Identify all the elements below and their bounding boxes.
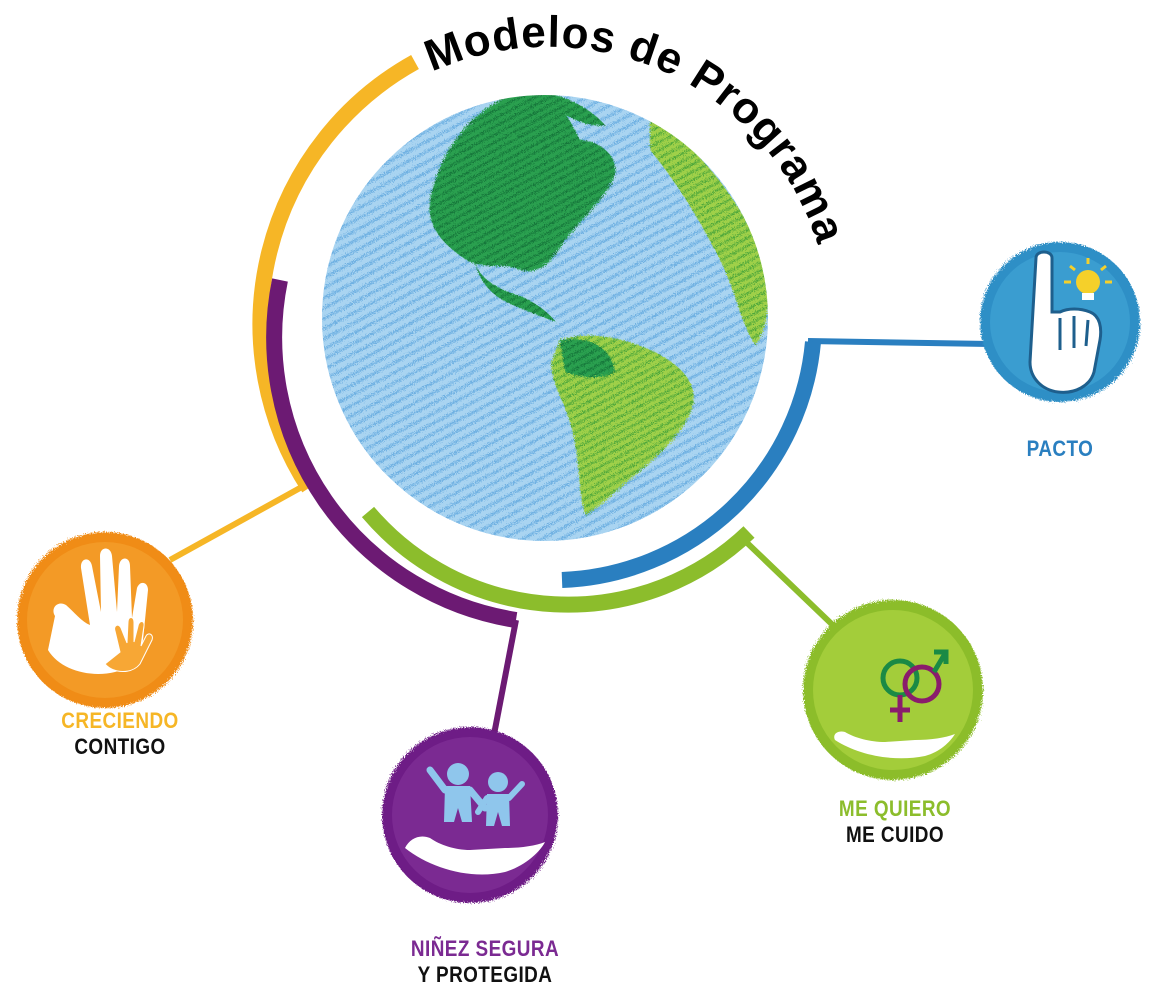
label-mequiero-line1: ME QUIERO [838, 796, 952, 821]
label-pacto: PACTO [1004, 436, 1116, 462]
badge-mequiero [803, 600, 983, 780]
connector-mequiero [739, 535, 843, 635]
connector-ninez [489, 619, 519, 746]
label-creciendo: CRECIENDO CONTIGO [43, 708, 198, 760]
hand-with-lightbulb-icon [1028, 250, 1112, 394]
label-creciendo-line1: CRECIENDO [61, 708, 179, 733]
label-pacto-line1: PACTO [1026, 436, 1094, 461]
arc-green [361, 506, 755, 613]
label-creciendo-line2: CONTIGO [74, 734, 166, 759]
label-ninez-line1: NIÑEZ SEGURA [410, 936, 560, 961]
label-mequiero: ME QUIERO ME CUIDO [813, 796, 976, 848]
label-ninez: NIÑEZ SEGURA Y PROTEGIDA [390, 936, 579, 988]
arc-purple [266, 278, 518, 628]
arc-blue [561, 341, 821, 588]
badge-ninez [382, 727, 558, 903]
gender-symbols-in-hand-icon [834, 649, 955, 759]
arc-yellow [252, 55, 419, 493]
badge-creciendo [17, 532, 193, 708]
globe-illustration [312, 85, 778, 551]
connector-lines [168, 338, 991, 746]
connector-pacto [807, 338, 991, 347]
label-ninez-line2: Y PROTEGIDA [417, 962, 553, 987]
children-in-hand-icon [405, 763, 545, 875]
hand-with-child-hand-icon [48, 548, 153, 674]
program-arcs [252, 55, 821, 628]
badge-pacto [980, 242, 1140, 402]
label-mequiero-line2: ME CUIDO [845, 822, 945, 847]
connector-creciendo [168, 485, 302, 563]
